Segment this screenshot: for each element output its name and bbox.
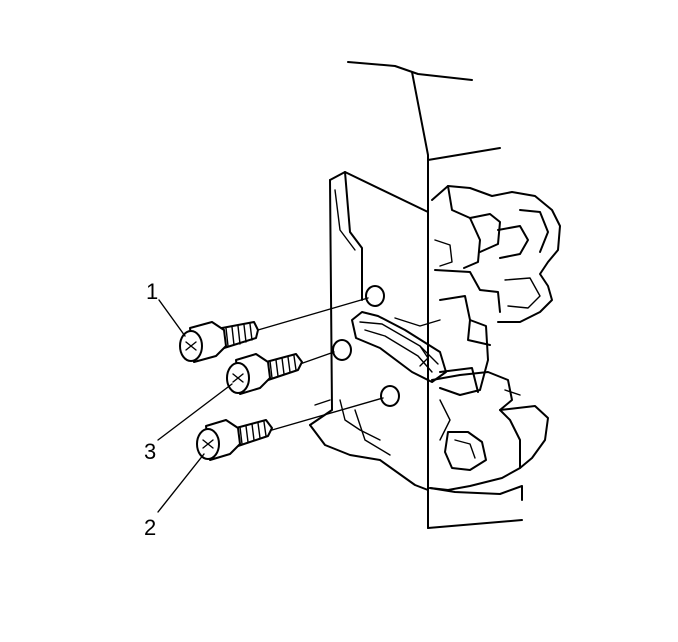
- screw-holes: [332, 285, 400, 407]
- screw-3: [226, 353, 303, 395]
- screw-hole-lower: [380, 385, 400, 407]
- screw-hole-middle: [332, 339, 352, 361]
- screw-1: [179, 321, 259, 363]
- callout-label-3: 3: [144, 439, 156, 464]
- screw-2: [196, 419, 273, 461]
- door-frame: [347, 61, 523, 529]
- alignment-lines: [257, 297, 384, 431]
- callout-leaders: [157, 299, 233, 513]
- callout-label-1: 1: [146, 279, 158, 304]
- screw-hole-upper: [365, 285, 385, 307]
- latch-catch: [429, 371, 549, 501]
- latch-actuator: [431, 185, 561, 396]
- callout-label-2: 2: [144, 515, 156, 540]
- latch-lever: [351, 311, 447, 383]
- latch-plate: [309, 171, 429, 491]
